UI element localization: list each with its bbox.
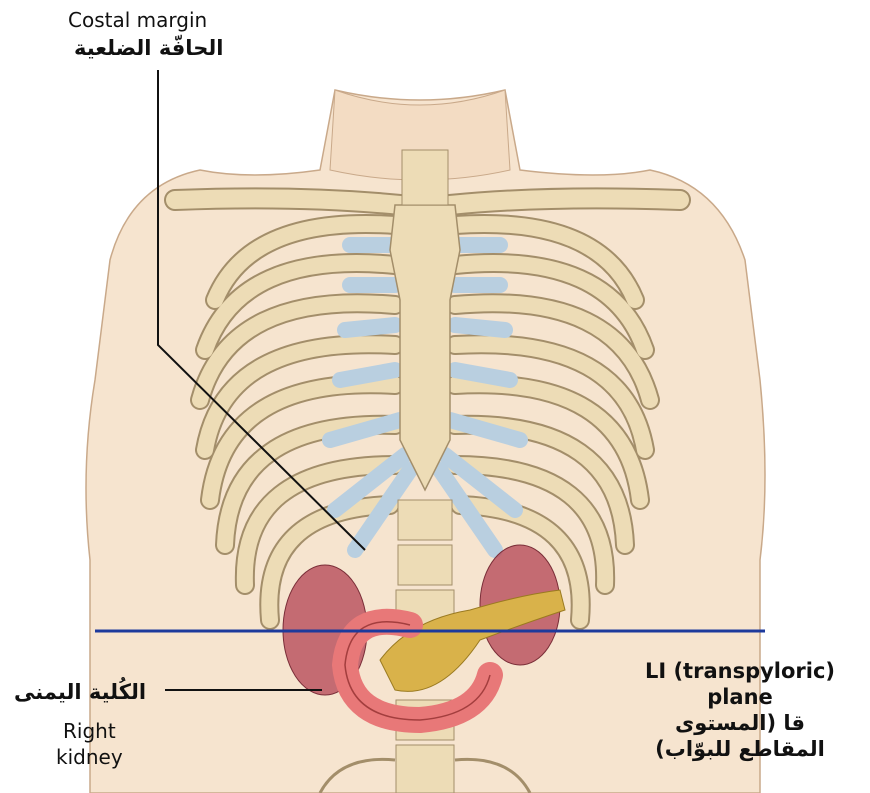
plane-label-en-line1: LI (transpyloric) [620,658,860,684]
plane-label-ar-line2: المقاطع للبوّاب) [620,736,860,762]
plane-label-ar-line1: قا (المستوى [620,710,860,736]
costal-margin-label-ar: الحافّة الضلعية [74,36,223,60]
costal-margin-label-en: Costal margin [68,8,207,32]
right-kidney-label-ar: الكُلية اليمنى [14,680,146,704]
transpyloric-plane-label: LI (transpyloric) plane قا (المستوى المق… [620,658,860,762]
plane-label-en-line2: plane [620,684,860,710]
right-kidney-label-en-line2: kidney [56,745,123,769]
right-kidney-label-en-line1: Right [63,719,116,743]
